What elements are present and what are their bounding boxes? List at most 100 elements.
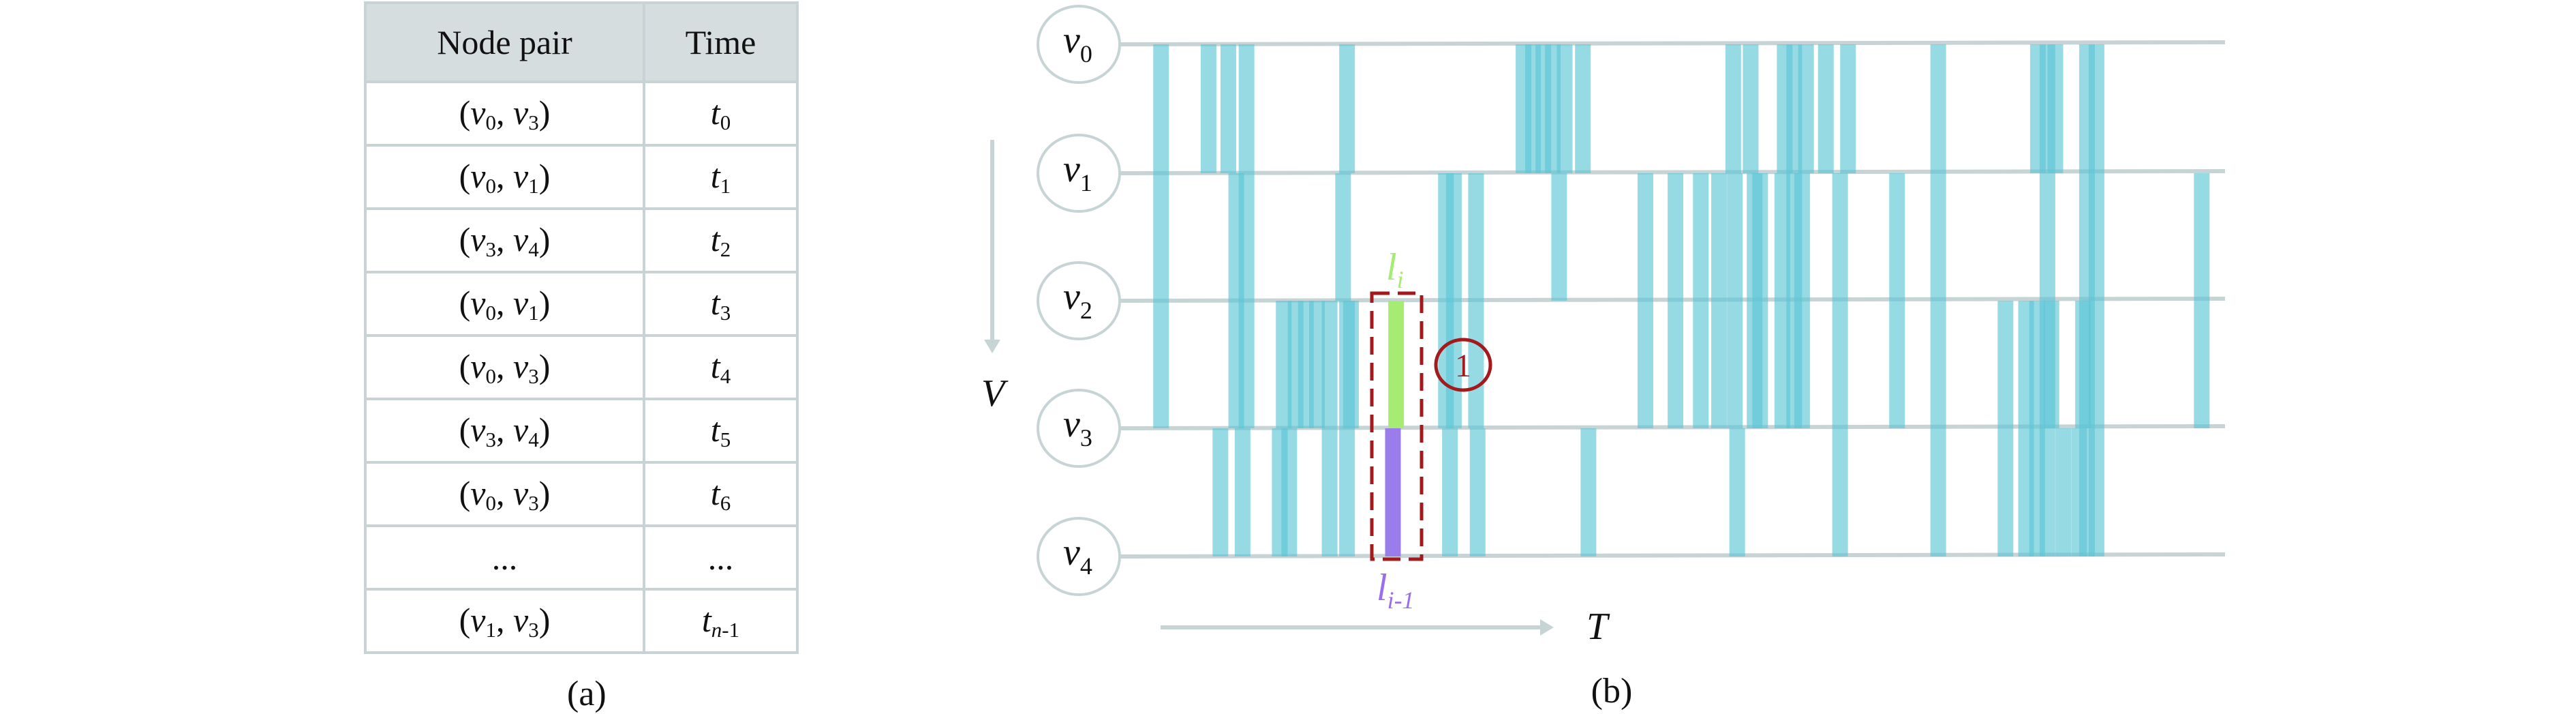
time-symbol: t <box>710 473 720 512</box>
node-index: 0 <box>485 110 497 134</box>
temporal-edge-bar <box>2039 428 2055 556</box>
node-label: v4 <box>1063 531 1092 580</box>
node-symbol: v <box>1063 403 1080 445</box>
node-index: 0 <box>485 490 497 515</box>
temporal-edge-bar <box>1637 173 1653 428</box>
node-symbol: v <box>470 220 486 258</box>
temporal-edge-bar <box>1743 44 1759 173</box>
temporal-edge-bar <box>1321 428 1338 556</box>
node-symbol: v <box>513 220 529 258</box>
table-row: (v0, v1)t3 <box>364 271 799 337</box>
node-index: 3 <box>485 427 497 451</box>
time-cell: tn-1 <box>643 588 799 654</box>
node-pair-cell: (v0, v1) <box>364 144 645 210</box>
node-symbol: v <box>513 600 529 639</box>
temporal-edge-bar <box>1200 44 1216 173</box>
node-symbol: v <box>470 473 486 512</box>
step-marker-circle <box>1434 338 1492 392</box>
caption-a: (a) <box>567 674 607 713</box>
temporal-edge-bar <box>1212 428 1229 556</box>
highlight-dashed-box <box>1370 291 1424 561</box>
time-cell: t2 <box>643 207 799 273</box>
table-row: (v0, v1)t1 <box>364 144 799 210</box>
temporal-edge-bar <box>1442 428 1458 556</box>
temporal-edge-bar <box>1238 44 1255 173</box>
temporal-edge-bar <box>2043 301 2059 428</box>
node-pair-cell: (v3, v4) <box>364 398 645 464</box>
node-symbol: v <box>1063 276 1080 318</box>
node-symbol: v <box>513 93 529 132</box>
node-index: 0 <box>1080 40 1092 68</box>
node-circle <box>1037 261 1121 340</box>
node-symbol: v <box>470 600 486 639</box>
temporal-edge-bar <box>1551 173 1567 301</box>
edge-table: Node pair Time (v0, v3)t0(v0, v1)t1(v3, … <box>364 1 799 654</box>
temporal-edge-bar <box>1468 173 1484 428</box>
node-index: 0 <box>485 300 497 325</box>
time-index: 2 <box>720 237 731 261</box>
node-symbol: v <box>470 156 486 195</box>
temporal-edge-bar <box>1343 301 1359 428</box>
temporal-edge-bar <box>1774 173 1790 428</box>
node-symbol: v <box>1063 148 1080 190</box>
node-symbol: v <box>470 93 486 132</box>
node-circle <box>1037 134 1121 213</box>
temporal-edge-bar <box>1339 428 1355 556</box>
node-index: 1 <box>528 300 539 325</box>
temporal-edge-bar <box>2075 301 2091 428</box>
temporal-edge-bar <box>1889 173 1905 428</box>
temporal-edge-bar <box>1729 428 1745 556</box>
node-index: 4 <box>1080 552 1092 580</box>
temporal-edge-bar <box>1281 428 1298 556</box>
node-index: 3 <box>485 237 497 261</box>
temporal-edge-bar <box>1445 173 1462 428</box>
step-marker-number: 1 <box>1455 348 1471 384</box>
ellipsis-cell: ... <box>643 524 799 591</box>
time-symbol: t <box>710 93 720 132</box>
time-index: 5 <box>720 427 731 451</box>
temporal-edge-bar <box>2055 428 2072 556</box>
time-symbol: t <box>710 283 720 322</box>
node-symbol: v <box>513 156 529 195</box>
node-index: 4 <box>528 237 539 261</box>
time-symbol: t <box>710 156 720 195</box>
time-cell: t4 <box>643 334 799 400</box>
temporal-edge-bar <box>1693 173 1709 428</box>
time-index: 1 <box>720 173 731 198</box>
node-index: 3 <box>528 617 539 642</box>
caption-b: (b) <box>1591 672 1633 711</box>
temporal-edge-bar <box>1930 44 1946 556</box>
temporal-edge-bar <box>1997 301 2014 428</box>
temporal-edge-bar <box>1575 44 1591 173</box>
node-symbol: v <box>1063 531 1080 574</box>
time-cell: t1 <box>643 144 799 210</box>
time-symbol: t <box>710 410 720 449</box>
temporal-edge-bar <box>2071 428 2087 556</box>
node-symbol: v <box>470 410 486 449</box>
node-pair-cell: (v0, v3) <box>364 334 645 400</box>
ellipsis-cell: ... <box>364 524 645 591</box>
temporal-edge-bar <box>1339 44 1355 173</box>
node-index: 3 <box>1080 424 1092 451</box>
temporal-edge-bar <box>1321 301 1338 428</box>
t-axis-arrow <box>1161 619 1554 636</box>
node-index: 4 <box>528 427 539 451</box>
node-index: 3 <box>528 110 539 134</box>
temporal-edge-bar <box>1335 173 1351 301</box>
temporal-edge-bar <box>1727 173 1743 428</box>
table-row-ellipsis: ...... <box>364 524 799 591</box>
table-row: (v3, v4)t2 <box>364 207 799 273</box>
temporal-edge-bar <box>1276 301 1292 428</box>
node-pair-cell: (v3, v4) <box>364 207 645 273</box>
node-symbol: v <box>470 346 486 385</box>
node-label: v0 <box>1063 19 1092 68</box>
temporal-edge-bar <box>1580 428 1597 556</box>
time-symbol: t <box>710 346 720 385</box>
node-pair-cell: (v1, v3) <box>364 588 645 654</box>
temporal-edge-bar <box>1832 173 1848 428</box>
time-cell: t0 <box>643 80 799 147</box>
temporal-edge-bar <box>1840 44 1856 173</box>
node-pair-cell: (v0, v3) <box>364 80 645 147</box>
temporal-edge-bar <box>1818 44 1834 173</box>
